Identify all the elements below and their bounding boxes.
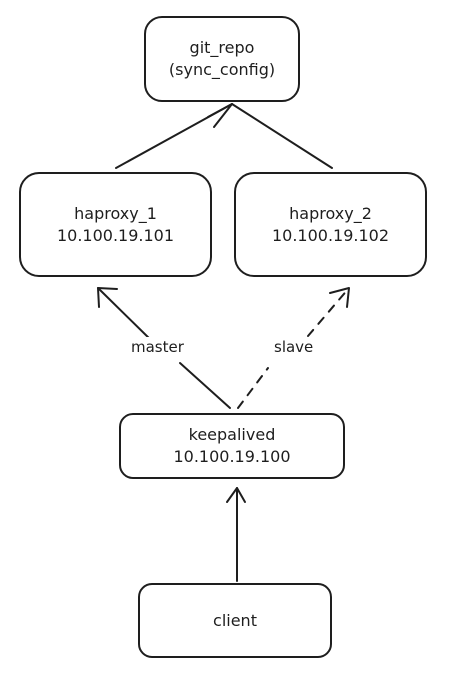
slave-edge-label: slave [271, 337, 317, 357]
edge-slave-upper [307, 287, 350, 337]
edge-haproxy2-to-git [231, 103, 333, 169]
arrowhead-slave [329, 287, 350, 308]
client-label: client [213, 610, 257, 630]
git-repo-node: git_repo (sync_config) [144, 16, 300, 102]
arrowhead-git [207, 103, 233, 128]
arrowhead-keepalived [226, 487, 246, 503]
haproxy-2-ip: 10.100.19.102 [271, 225, 390, 245]
arrowhead-master [97, 287, 118, 308]
master-edge-label: master [128, 337, 187, 357]
git-repo-label: git_repo [189, 38, 255, 57]
git-repo-sublabel: (sync_config) [168, 60, 276, 79]
haproxy-1-label: haproxy_1 [74, 203, 157, 223]
haproxy-1-ip: 10.100.19.101 [56, 225, 175, 245]
keepalived-label: keepalived [188, 425, 276, 444]
keepalived-node: keepalived 10.100.19.100 [119, 413, 345, 479]
keepalived-ip: 10.100.19.100 [173, 447, 291, 466]
client-node: client [138, 583, 332, 658]
haproxy-1-node: haproxy_1 10.100.19.101 [19, 172, 212, 277]
edge-master-upper [97, 287, 156, 345]
edge-master [179, 362, 231, 409]
haproxy-2-label: haproxy_2 [289, 203, 372, 223]
edge-slave [237, 367, 269, 409]
haproxy-2-node: haproxy_2 10.100.19.102 [234, 172, 427, 277]
